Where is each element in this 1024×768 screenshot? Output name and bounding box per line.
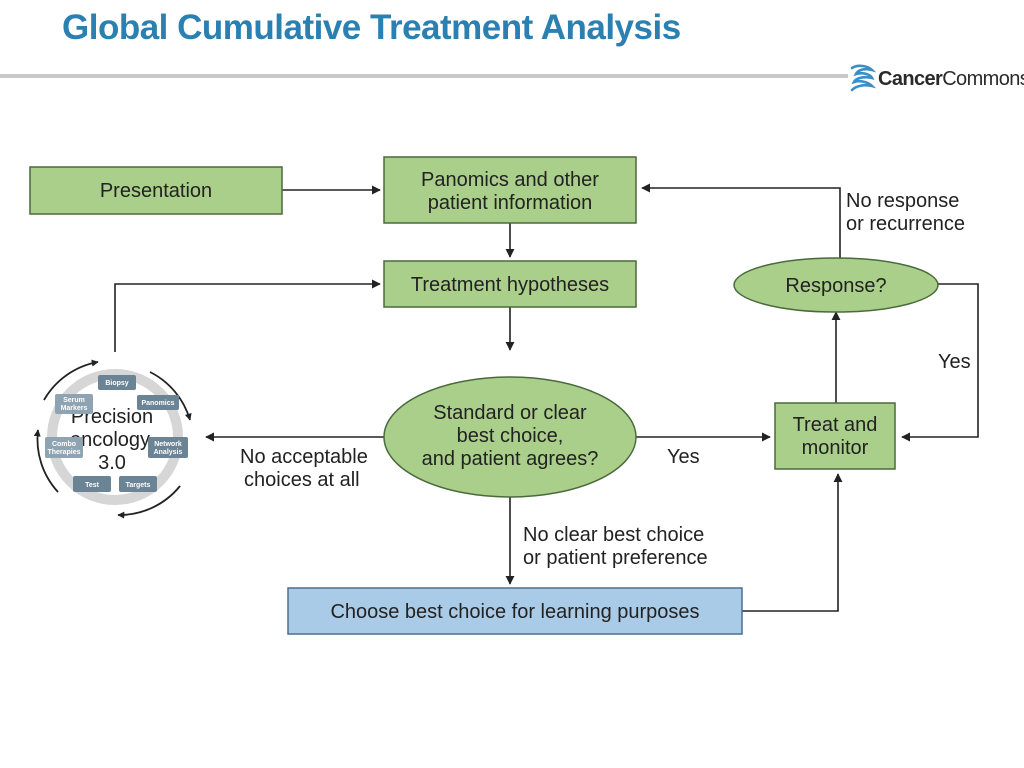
node-treatment-hypotheses: Treatment hypotheses	[383, 260, 637, 308]
edge-response-yes-to-treat	[901, 283, 979, 442]
cycle-step-panomics-box	[137, 395, 179, 410]
node-panomics-box	[383, 156, 637, 224]
edge-label-no-response-line2: or recurrence	[846, 213, 965, 235]
node-presentation-box	[29, 166, 283, 215]
cancer-commons-logo-icon	[850, 64, 876, 92]
node-treatment-hypotheses-label: Treatment hypotheses	[411, 274, 609, 296]
cycle-step-serum-markers-box	[55, 394, 93, 414]
cycle-step-biopsy-label: Biopsy	[105, 380, 128, 387]
precision-cycle-arrow-bottom	[117, 485, 181, 519]
node-treat-monitor-label-line2: monitor	[802, 437, 869, 459]
cycle-step-network-label-line1: Network	[154, 441, 182, 448]
cycle-step-serum-label-line2: Markers	[61, 405, 88, 412]
logo-text-light: Commons	[942, 67, 1024, 90]
node-panomics-label-line1: Panomics and other	[421, 169, 599, 191]
cycle-step-targets: Targets	[119, 476, 157, 492]
edge-label-no-response-line1: No response	[846, 190, 959, 212]
cycle-step-serum-label-line1: Serum	[63, 397, 85, 404]
precision-cycle-arrow-right	[149, 371, 192, 421]
node-treatment-hypotheses-box	[383, 260, 637, 308]
node-treat-monitor-label-line1: Treat and	[793, 414, 878, 436]
cycle-step-targets-box	[119, 476, 157, 492]
cycle-step-biopsy-box	[98, 375, 136, 390]
cycle-step-network-analysis: Network Analysis	[148, 437, 188, 458]
cycle-step-combo-label-line2: Therapies	[47, 449, 80, 456]
node-panomics-label-line2: patient information	[428, 192, 593, 214]
logo-text-bold: Cancer	[878, 67, 943, 90]
node-presentation: Presentation	[29, 166, 283, 215]
cycle-step-combo-label-line1: Combo	[52, 441, 76, 448]
node-panomics: Panomics and other patient information	[383, 156, 637, 224]
cycle-step-biopsy: Biopsy	[98, 375, 136, 390]
node-treat-monitor: Treat and monitor	[774, 402, 896, 470]
cycle-step-panomics-label: Panomics	[141, 400, 174, 407]
node-presentation-label: Presentation	[100, 180, 212, 202]
edge-label-no-clear-line2: or patient preference	[523, 547, 708, 569]
precision-cycle-arrow-left	[33, 429, 59, 493]
cycle-step-serum-markers: Serum Markers	[55, 394, 93, 414]
edge-label-no-acceptable-line1: No acceptable	[240, 446, 368, 468]
node-response: Response?	[733, 257, 939, 313]
node-treat-monitor-box	[774, 402, 896, 470]
node-choose-learning-box	[287, 587, 743, 635]
node-decision-ellipse	[383, 376, 637, 498]
cycle-step-targets-label: Targets	[126, 482, 151, 489]
cycle-step-combo-therapies: Combo Therapies	[45, 437, 83, 458]
edge-response-to-panomics	[641, 183, 841, 262]
node-response-label: Response?	[785, 275, 886, 297]
cycle-step-test: Test	[73, 476, 111, 492]
cycle-step-panomics: Panomics	[137, 395, 179, 410]
edge-label-yes-mid: Yes	[667, 446, 700, 468]
slide-title: Global Cumulative Treatment Analysis	[62, 8, 681, 47]
cycle-step-test-box	[73, 476, 111, 492]
cancer-commons-logo: CancerCommons	[848, 62, 1024, 96]
cycle-step-combo-therapies-box	[45, 437, 83, 458]
edge-label-no-clear-line1: No clear best choice	[523, 524, 704, 546]
edge-label-yes-right: Yes	[938, 351, 971, 373]
node-choose-learning-label: Choose best choice for learning purposes	[330, 601, 699, 623]
node-response-ellipse	[733, 257, 939, 313]
logo-text: CancerCommons	[878, 68, 1024, 91]
edge-precision-to-hypotheses	[114, 279, 381, 352]
node-decision-label-line1: Standard or clear	[433, 402, 587, 424]
precision-cycle-center-line3: 3.0	[98, 452, 126, 474]
node-decision-label-line2: best choice,	[457, 425, 564, 447]
precision-cycle-center-line2: oncology	[70, 429, 150, 451]
node-choose-learning: Choose best choice for learning purposes	[287, 587, 743, 635]
precision-oncology-cycle: Precision oncology 3.0 Biopsy Panomics N…	[33, 359, 192, 519]
edge-label-no-acceptable-line2: choices at all	[244, 469, 360, 491]
node-decision: Standard or clear best choice, and patie…	[383, 376, 637, 498]
edge-choose-to-treat	[742, 473, 843, 612]
cycle-step-network-analysis-box	[148, 437, 188, 458]
precision-cycle-arrow-top	[43, 359, 99, 401]
title-divider	[0, 74, 848, 78]
cycle-step-test-label: Test	[85, 482, 100, 489]
cycle-step-network-label-line2: Analysis	[154, 449, 183, 456]
node-decision-label-line3: and patient agrees?	[422, 448, 599, 470]
